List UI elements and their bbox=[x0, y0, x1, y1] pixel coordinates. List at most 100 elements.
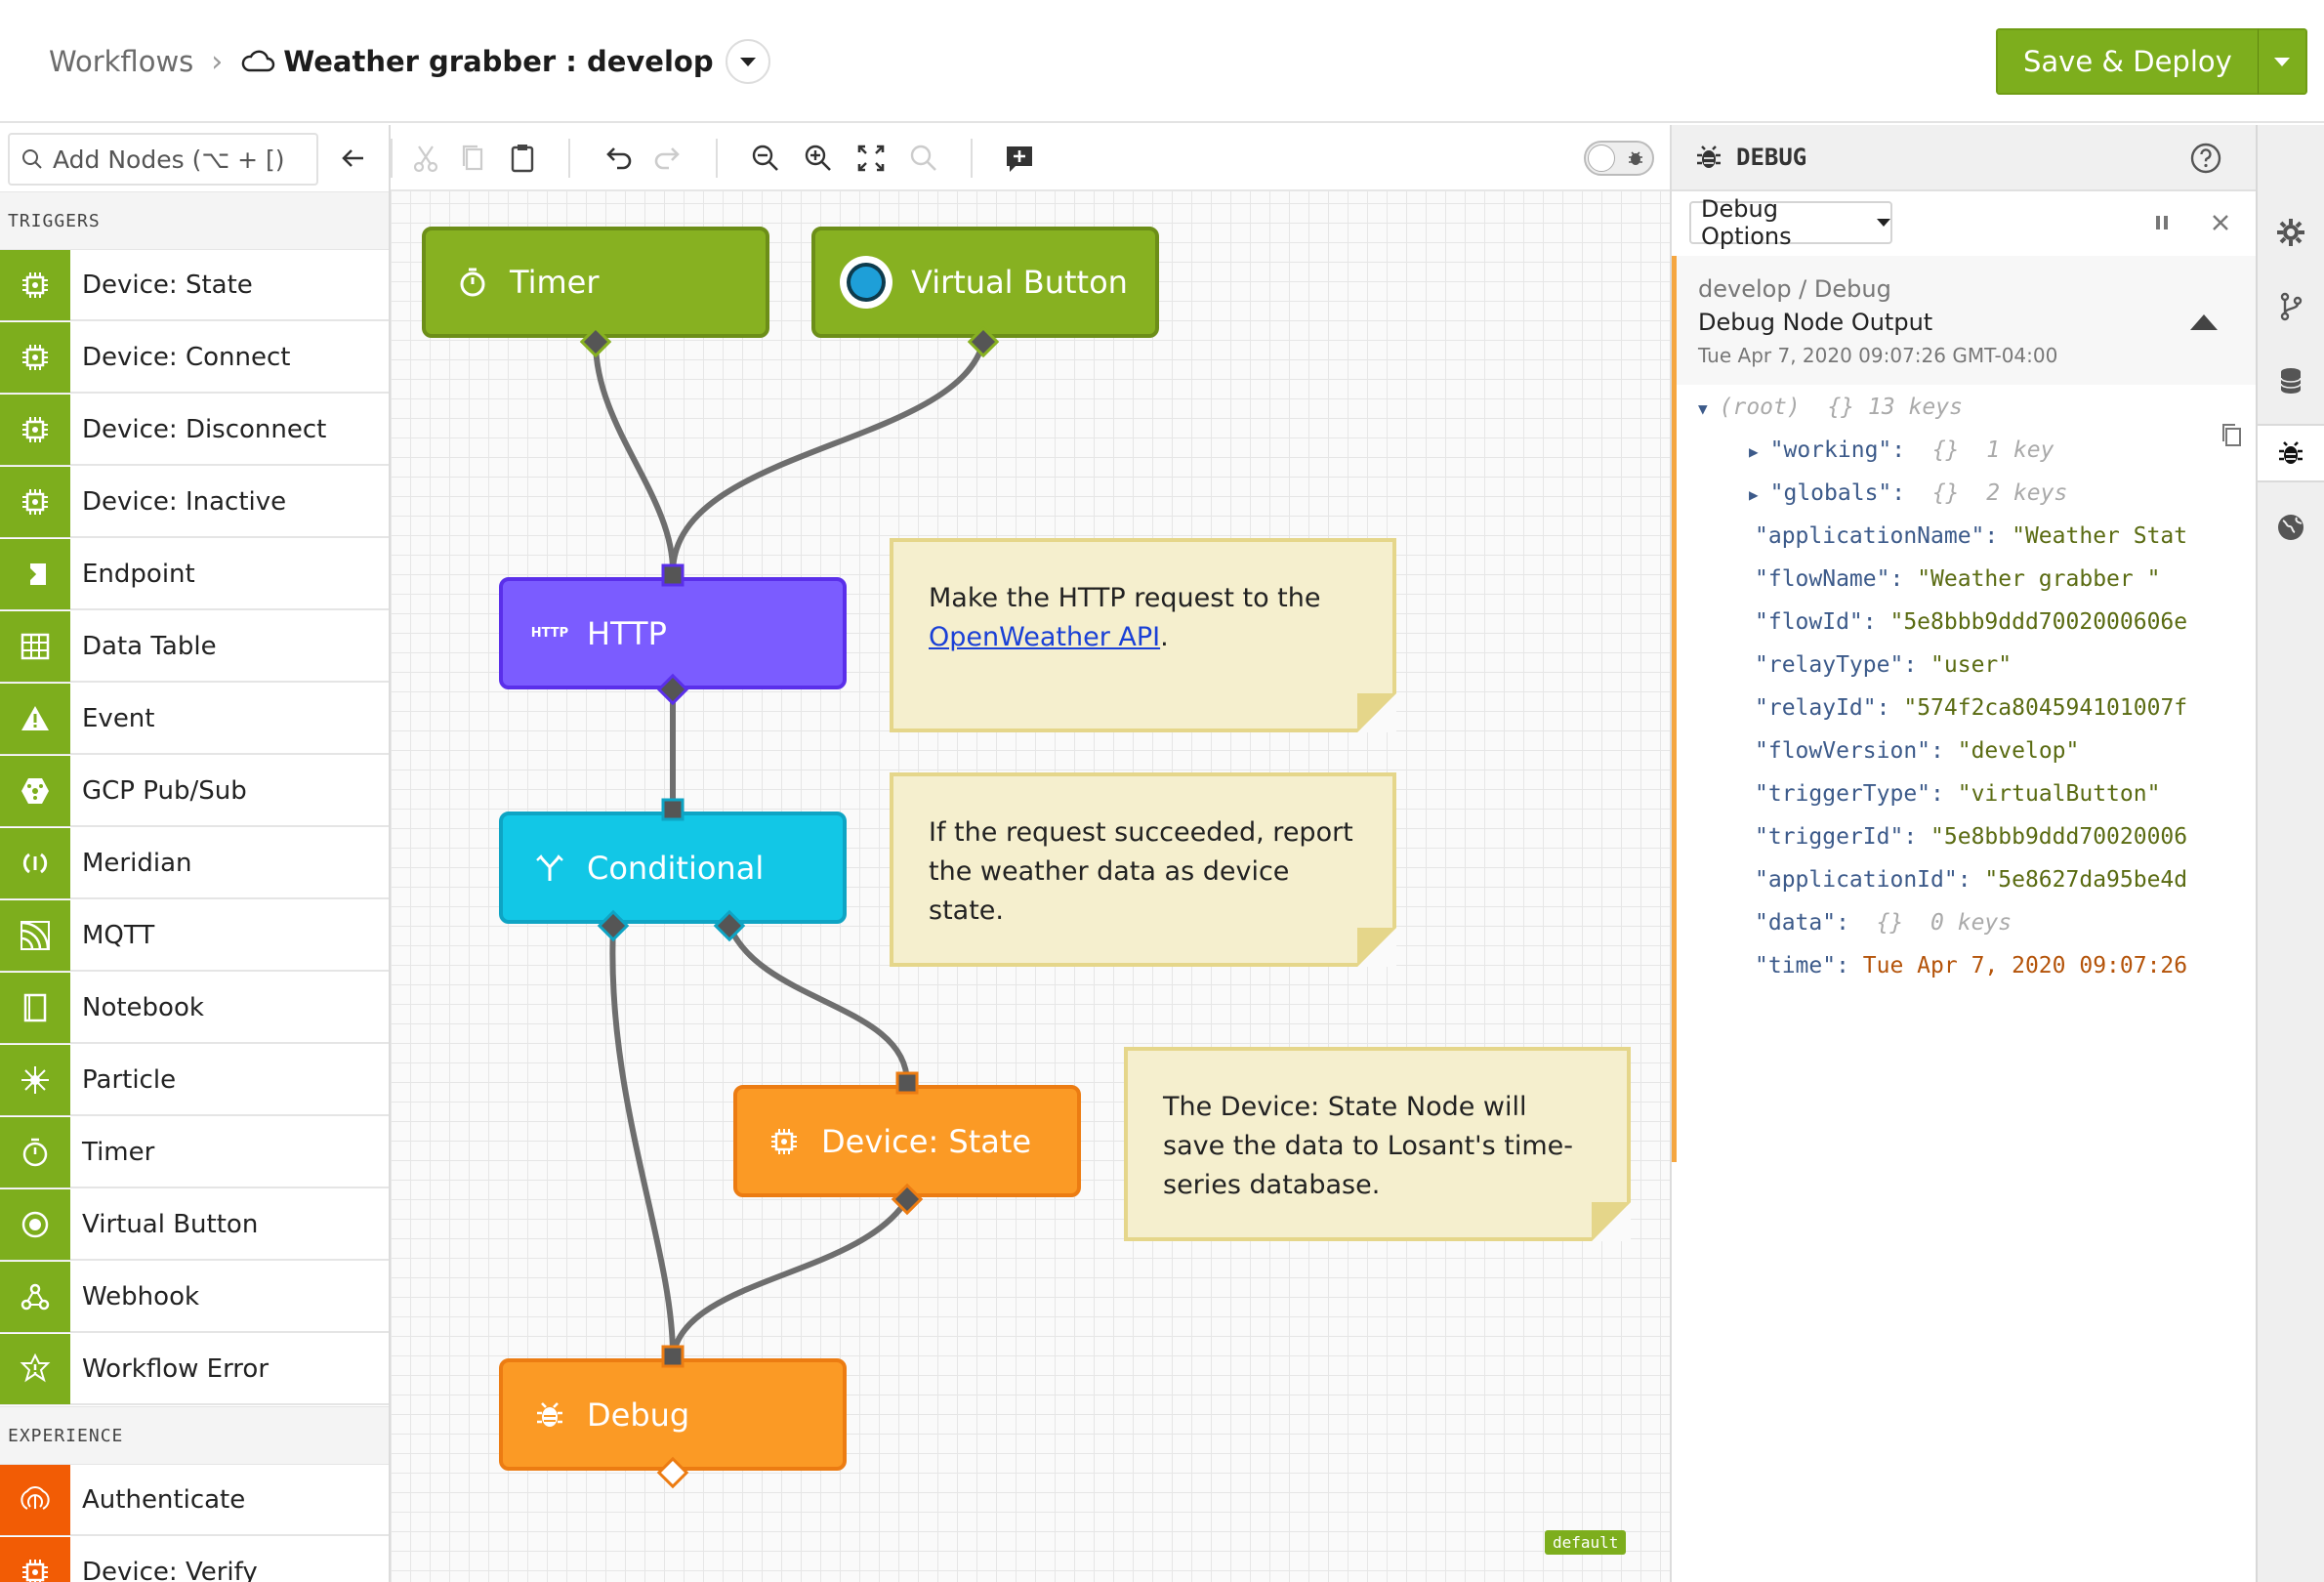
debug-mode-toggle[interactable] bbox=[1584, 141, 1654, 176]
note-fold-icon bbox=[1592, 1202, 1631, 1241]
cut-icon[interactable] bbox=[408, 141, 443, 176]
palette-item-particle[interactable]: Particle bbox=[0, 1044, 389, 1116]
http-icon: HTTP bbox=[530, 626, 569, 641]
palette-item-timer[interactable]: Timer bbox=[0, 1116, 389, 1188]
json-row-working[interactable]: ▶"working": {} 1 key bbox=[1749, 437, 2054, 463]
palette-item-gcp-pubsub[interactable]: GCP Pub/Sub bbox=[0, 755, 389, 827]
debug-options-dropdown[interactable]: Debug Options bbox=[1689, 195, 1892, 250]
palette-item-device-verify[interactable]: Device: Verify bbox=[0, 1536, 389, 1582]
note-text: . bbox=[1160, 622, 1169, 652]
breadcrumb-separator: › bbox=[211, 44, 224, 79]
palette-item-label: Particle bbox=[82, 1064, 177, 1095]
button-icon bbox=[839, 255, 893, 310]
toolbar-separator bbox=[391, 139, 393, 178]
node-conditional[interactable]: Conditional bbox=[499, 812, 847, 924]
palette-item-device-connect[interactable]: Device: Connect bbox=[0, 321, 389, 394]
bug-icon bbox=[1697, 146, 1721, 168]
json-root[interactable]: ▼(root) {} 13 keys bbox=[1698, 395, 1963, 420]
zoom-out-icon[interactable] bbox=[748, 141, 783, 176]
node-label: Debug bbox=[587, 1395, 690, 1434]
wire-conditional-to-debug bbox=[609, 923, 677, 1360]
breadcrumb: Workflows › Weather grabber : develop bbox=[49, 39, 770, 84]
database-icon bbox=[2280, 368, 2302, 394]
deploy-options-dropdown[interactable] bbox=[2258, 28, 2307, 95]
zoom-in-icon[interactable] bbox=[801, 141, 836, 176]
rail-globals-button[interactable] bbox=[2258, 498, 2324, 557]
gear-icon bbox=[2277, 219, 2304, 246]
palette-item-label: Endpoint bbox=[82, 559, 195, 589]
canvas-note-http[interactable]: Make the HTTP request to the OpenWeather… bbox=[890, 538, 1396, 732]
palette-item-device-state[interactable]: Device: State bbox=[0, 249, 389, 321]
chevron-down-icon bbox=[739, 57, 756, 66]
note-fold-icon bbox=[1357, 693, 1396, 732]
debug-message-header[interactable]: develop / Debug Debug Node Output Tue Ap… bbox=[1677, 256, 2258, 385]
palette-item-label: Device: Inactive bbox=[82, 486, 287, 517]
note-text: The Device: State Node will save the dat… bbox=[1163, 1092, 1573, 1200]
copy-icon[interactable] bbox=[2220, 422, 2243, 447]
palette-item-device-inactive[interactable]: Device: Inactive bbox=[0, 466, 389, 538]
port-debug-out bbox=[656, 1456, 689, 1489]
palette-item-mqtt[interactable]: MQTT bbox=[0, 899, 389, 972]
copy-icon[interactable] bbox=[456, 141, 491, 176]
rail-debug-button[interactable] bbox=[2258, 424, 2324, 482]
json-row-globals[interactable]: ▶"globals": {} 2 keys bbox=[1749, 480, 2068, 506]
add-note-icon[interactable] bbox=[1002, 141, 1037, 176]
gcp-icon bbox=[0, 755, 70, 826]
palette-item-label: Device: Verify bbox=[82, 1557, 258, 1582]
port-http-out bbox=[656, 673, 689, 706]
timer-icon bbox=[453, 263, 492, 302]
toggle-knob bbox=[1588, 145, 1615, 172]
port-button-out bbox=[967, 325, 1000, 358]
palette-item-workflow-error[interactable]: Workflow Error bbox=[0, 1333, 389, 1405]
port-timer-out bbox=[579, 325, 612, 358]
palette-item-webhook[interactable]: Webhook bbox=[0, 1261, 389, 1333]
add-nodes-search-input[interactable]: Add Nodes (⌥ + [) bbox=[8, 133, 318, 186]
openweather-api-link[interactable]: OpenWeather API bbox=[929, 622, 1161, 652]
rail-versions-button[interactable] bbox=[2258, 277, 2324, 336]
canvas-note-conditional[interactable]: If the request succeeded, report the wea… bbox=[890, 772, 1396, 967]
palette-item-endpoint[interactable]: Endpoint bbox=[0, 538, 389, 610]
paste-icon[interactable] bbox=[505, 141, 540, 176]
warning-icon bbox=[0, 683, 70, 754]
undo-icon[interactable] bbox=[600, 141, 635, 176]
palette-item-event[interactable]: Event bbox=[0, 683, 389, 755]
collapse-up-icon[interactable] bbox=[2190, 314, 2218, 330]
palette-item-meridian[interactable]: Meridian bbox=[0, 827, 389, 899]
section-triggers: TRIGGERS bbox=[0, 191, 389, 250]
palette-item-notebook[interactable]: Notebook bbox=[0, 972, 389, 1044]
rail-settings-button[interactable] bbox=[2258, 203, 2324, 262]
button-icon bbox=[0, 1188, 70, 1260]
close-icon[interactable] bbox=[2211, 213, 2230, 232]
workflow-version-dropdown[interactable] bbox=[725, 39, 770, 84]
node-timer[interactable]: Timer bbox=[422, 227, 769, 338]
zoom-reset-icon[interactable] bbox=[906, 141, 941, 176]
save-deploy-button[interactable]: Save & Deploy bbox=[1996, 28, 2259, 95]
node-label: HTTP bbox=[587, 614, 667, 652]
toolbar-separator bbox=[971, 139, 973, 178]
fit-to-screen-icon[interactable] bbox=[853, 141, 889, 176]
webhook-icon bbox=[0, 1261, 70, 1332]
rail-storage-button[interactable] bbox=[2258, 352, 2324, 410]
palette-item-data-table[interactable]: Data Table bbox=[0, 610, 389, 683]
json-row-application-name: "applicationName": "Weather Stat bbox=[1755, 523, 2188, 549]
note-fold-icon bbox=[1357, 928, 1396, 967]
node-connections bbox=[593, 339, 986, 1360]
debug-panel-title: DEBUG bbox=[1736, 144, 1807, 171]
palette-item-device-disconnect[interactable]: Device: Disconnect bbox=[0, 394, 389, 466]
deploy-group: Save & Deploy bbox=[1996, 28, 2307, 95]
help-icon[interactable] bbox=[2189, 142, 2222, 175]
palette-item-authenticate[interactable]: Authenticate bbox=[0, 1464, 389, 1536]
redo-icon[interactable] bbox=[651, 141, 686, 176]
breadcrumb-workflows-link[interactable]: Workflows bbox=[49, 45, 194, 78]
node-device-state[interactable]: Device: State bbox=[733, 1085, 1081, 1197]
timer-icon bbox=[0, 1116, 70, 1187]
palette-item-label: Device: Disconnect bbox=[82, 414, 327, 444]
palette-item-label: Webhook bbox=[82, 1281, 200, 1311]
canvas-note-device-state[interactable]: The Device: State Node will save the dat… bbox=[1124, 1047, 1631, 1241]
debug-message-path: develop / Debug bbox=[1698, 275, 1891, 303]
palette-item-virtual-button[interactable]: Virtual Button bbox=[0, 1188, 389, 1261]
search-placeholder: Add Nodes (⌥ + [) bbox=[53, 145, 285, 174]
collapse-palette-arrow-icon[interactable] bbox=[340, 145, 367, 172]
pause-icon[interactable] bbox=[2154, 215, 2170, 230]
json-row-relay-type: "relayType": "user" bbox=[1755, 652, 2013, 678]
